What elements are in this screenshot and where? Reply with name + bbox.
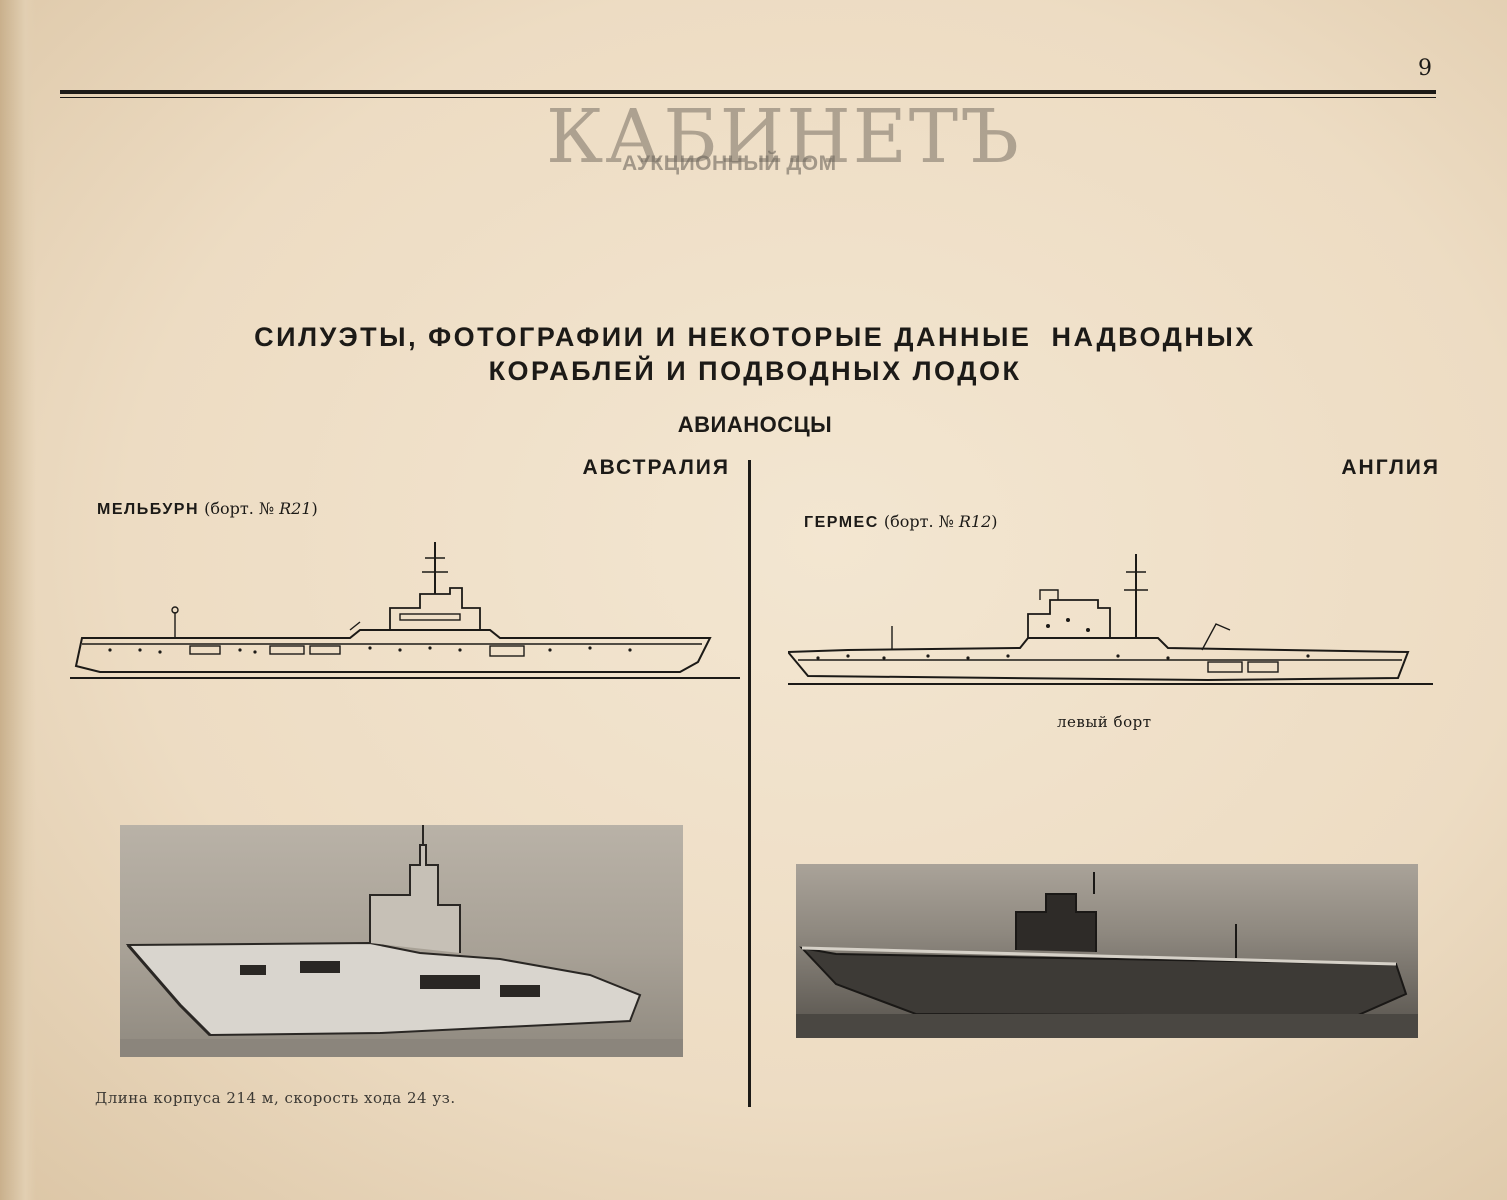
hull-number-left: R21	[279, 499, 312, 518]
header-rule	[60, 90, 1436, 94]
carrier-photo-left	[120, 825, 683, 1057]
section-heading: АВИАНОСЦЫ	[677, 412, 833, 437]
page-fold-shadow	[0, 0, 36, 1200]
country-heading-left: АВСТРАЛИЯ	[582, 456, 730, 479]
column-divider	[748, 460, 751, 1107]
header-rule-thin	[60, 97, 1436, 98]
carrier-silhouette-icon	[788, 554, 1433, 685]
country-heading-right: АНГЛИЯ	[1341, 456, 1440, 479]
page-number: 9	[1418, 56, 1432, 81]
ship-name-left: МЕЛЬБУРН	[97, 501, 200, 518]
side-caption: левый борт	[1057, 713, 1152, 731]
page-title-line-1: СИЛУЭТЫ, ФОТОГРАФИИ И НЕКОТОРЫЕ ДАННЫЕ Н…	[254, 322, 1256, 352]
watermark-logo: КАБИНЕТЪ АУКЦИОННЫЙ ДОМ	[546, 94, 1019, 184]
ship-label-right: ГЕРМЕС (борт. № R12)	[804, 512, 998, 532]
ship-label-left: МЕЛЬБУРН (борт. № R21)	[97, 499, 318, 519]
watermark-main-text: КАБИНЕТЪ	[546, 94, 1021, 180]
ship-specs-left: Длина корпуса 214 м, скорость хода 24 уз…	[95, 1089, 456, 1107]
watermark-sub-text: АУКЦИОННЫЙ ДОМ	[622, 152, 837, 175]
hull-suffix-right: )	[991, 512, 998, 531]
hull-number-right: R12	[958, 512, 992, 531]
carrier-photo-right	[796, 864, 1418, 1038]
carrier-silhouette-icon	[70, 542, 740, 679]
hull-suffix-left: )	[311, 499, 318, 518]
hull-prefix-right: (борт. №	[883, 512, 954, 531]
hull-prefix-left: (борт. №	[204, 499, 275, 518]
page-title-line-2: КОРАБЛЕЙ И ПОДВОДНЫХ ЛОДОК	[488, 356, 1022, 386]
page-title: СИЛУЭТЫ, ФОТОГРАФИИ И НЕКОТОРЫЕ ДАННЫЕ Н…	[200, 320, 1310, 388]
ship-name-right: ГЕРМЕС	[804, 514, 879, 531]
